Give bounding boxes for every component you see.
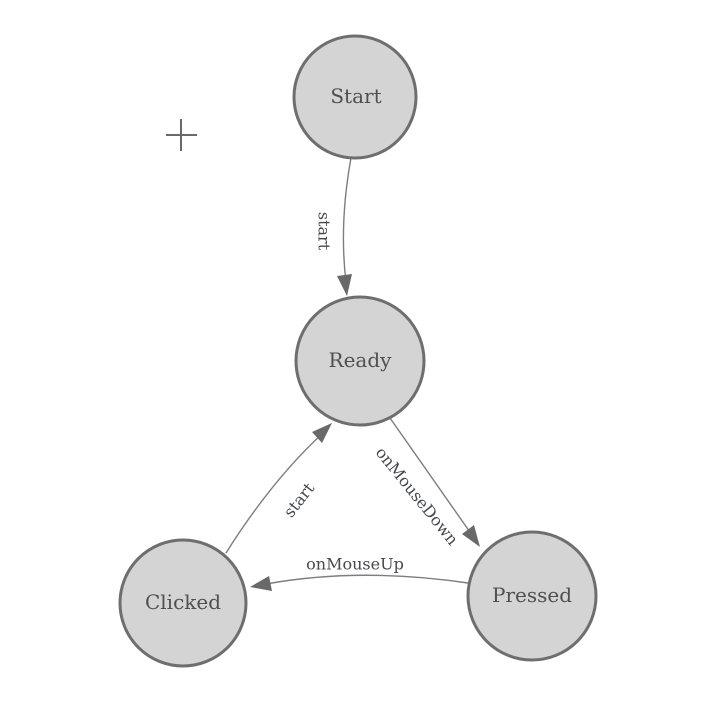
node-pressed[interactable]: Pressed (466, 530, 598, 662)
node-label: Pressed (492, 583, 572, 607)
edge-line[interactable] (342, 157, 352, 283)
arrowhead-icon (462, 525, 480, 547)
edge-label-onmousedown: onMouseDown (372, 443, 463, 549)
node-ready[interactable]: Ready (294, 295, 426, 427)
node-clicked[interactable]: Clicked (118, 538, 248, 668)
node-label: Start (330, 84, 381, 108)
arrowhead-icon (250, 576, 272, 591)
node-circle[interactable] (118, 538, 248, 668)
edge-label-start: start (280, 479, 319, 521)
edge-ready-to-pressed[interactable]: onMouseDown (372, 417, 480, 549)
arrowhead-icon (337, 274, 352, 296)
node-start[interactable]: Start (292, 34, 418, 160)
edge-line[interactable] (389, 417, 473, 536)
arrowhead-icon (312, 423, 332, 443)
edge-line[interactable] (225, 432, 324, 554)
node-label: Clicked (145, 590, 221, 614)
edge-pressed-to-clicked[interactable]: onMouseUp (250, 555, 469, 592)
node-circle[interactable] (292, 34, 418, 160)
node-label: Ready (329, 348, 393, 372)
edge-line[interactable] (265, 574, 469, 585)
plus-crosshair-icon (166, 119, 197, 151)
node-circle[interactable] (294, 295, 426, 427)
edge-label-start: start (315, 212, 334, 251)
node-circle[interactable] (466, 530, 598, 662)
edge-label-onmouseup: onMouseUp (306, 555, 404, 574)
edge-clicked-to-ready[interactable]: start (225, 423, 332, 554)
edge-start-to-ready[interactable]: start (315, 157, 353, 296)
